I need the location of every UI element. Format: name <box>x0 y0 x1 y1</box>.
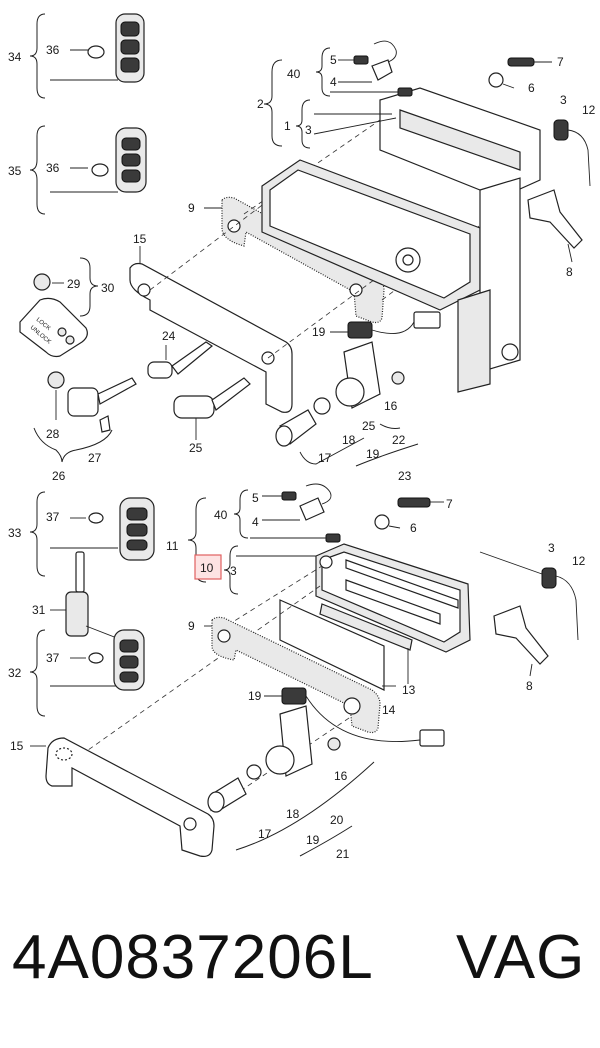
handle-15-upper: 15 <box>129 232 293 413</box>
callout-34: 34 <box>8 50 22 64</box>
callout-6: 6 <box>410 521 417 535</box>
callout-7: 7 <box>446 497 453 511</box>
callout-17: 17 <box>258 827 272 841</box>
handle-carrier-lower: 13 14 <box>279 543 471 717</box>
callout-19: 19 <box>312 325 326 339</box>
key-blade-31: 31 <box>32 551 123 641</box>
callout-2: 2 <box>257 97 264 111</box>
callout-10: 10 <box>200 561 214 575</box>
callout-16: 16 <box>384 399 398 413</box>
callout-37: 37 <box>46 510 60 524</box>
callout-36: 36 <box>46 161 60 175</box>
callout-16: 16 <box>334 769 348 783</box>
callout-30: 30 <box>101 281 115 295</box>
callout-37: 37 <box>46 651 60 665</box>
callout-40: 40 <box>214 508 228 522</box>
callout-33: 33 <box>8 526 22 540</box>
callout-3: 3 <box>230 564 237 578</box>
callout-20: 20 <box>330 813 344 827</box>
callout-24: 24 <box>162 329 176 343</box>
callout-5: 5 <box>330 53 337 67</box>
callout-35: 35 <box>8 164 22 178</box>
callout-29: 29 <box>67 277 81 291</box>
remote-key-group-32: 32 37 <box>8 629 145 717</box>
callout-7: 7 <box>557 55 564 69</box>
key-group-26: 28 27 26 <box>33 371 137 483</box>
callout-32: 32 <box>8 666 22 680</box>
callout-10-highlight-box <box>194 554 222 580</box>
remote-key-group-35: 35 36 <box>8 125 147 215</box>
callout-8: 8 <box>566 265 573 279</box>
part-number: 4A0837206L <box>12 923 374 992</box>
callout-18: 18 <box>342 433 356 447</box>
lock-cylinder-upper: 19 16 18 17 25 22 19 23 <box>275 311 441 483</box>
key-fob-group-30: UNLOCK LOCK 29 30 <box>19 257 115 358</box>
callout-25: 25 <box>362 419 376 433</box>
gasket-9-lower: 9 <box>188 616 381 734</box>
callout-19: 19 <box>306 833 320 847</box>
callout-40: 40 <box>287 67 301 81</box>
callout-15: 15 <box>133 232 147 246</box>
keys-24-25: 24 25 <box>147 329 251 455</box>
callout-22: 22 <box>392 433 406 447</box>
remote-key-group-33: 33 37 <box>8 491 155 577</box>
callout-6: 6 <box>528 81 535 95</box>
upper-hardware: 2 40 5 4 1 3 7 6 3 12 8 <box>257 40 596 279</box>
callout-3: 3 <box>560 93 567 107</box>
callout-19: 19 <box>366 447 380 461</box>
handle-15-lower: 15 <box>10 737 215 857</box>
callout-31: 31 <box>32 603 46 617</box>
callout-13: 13 <box>402 683 416 697</box>
lower-hardware: 11 40 5 4 7 6 10 3 3 12 8 <box>166 483 586 693</box>
callout-3: 3 <box>548 541 555 555</box>
callout-12: 12 <box>572 554 586 568</box>
callout-36: 36 <box>46 43 60 57</box>
callout-14: 14 <box>382 703 396 717</box>
callout-4: 4 <box>252 515 259 529</box>
handle-carrier-upper <box>261 87 541 393</box>
callout-11: 11 <box>166 539 179 553</box>
callout-3: 3 <box>305 123 312 137</box>
callout-1: 1 <box>284 119 291 133</box>
callout-12: 12 <box>582 103 596 117</box>
callout-17: 17 <box>318 451 332 465</box>
callout-5: 5 <box>252 491 259 505</box>
exploded-parts-diagram: 34 36 35 36 UNLOCK LOCK 29 30 24 2 <box>8 13 596 861</box>
callout-19: 19 <box>248 689 262 703</box>
callout-23: 23 <box>398 469 412 483</box>
callout-4: 4 <box>330 75 337 89</box>
callout-28: 28 <box>46 427 60 441</box>
callout-26: 26 <box>52 469 66 483</box>
callout-9: 9 <box>188 201 195 215</box>
callout-8: 8 <box>526 679 533 693</box>
lock-cylinder-lower: 19 16 18 17 20 19 21 <box>207 687 445 861</box>
callout-27: 27 <box>88 451 102 465</box>
callout-25: 25 <box>189 441 203 455</box>
callout-9: 9 <box>188 619 195 633</box>
callout-18: 18 <box>286 807 300 821</box>
callout-21: 21 <box>336 847 350 861</box>
remote-key-group-34: 34 36 <box>8 13 145 99</box>
brand-label: VAG <box>456 923 586 992</box>
callout-15: 15 <box>10 739 24 753</box>
